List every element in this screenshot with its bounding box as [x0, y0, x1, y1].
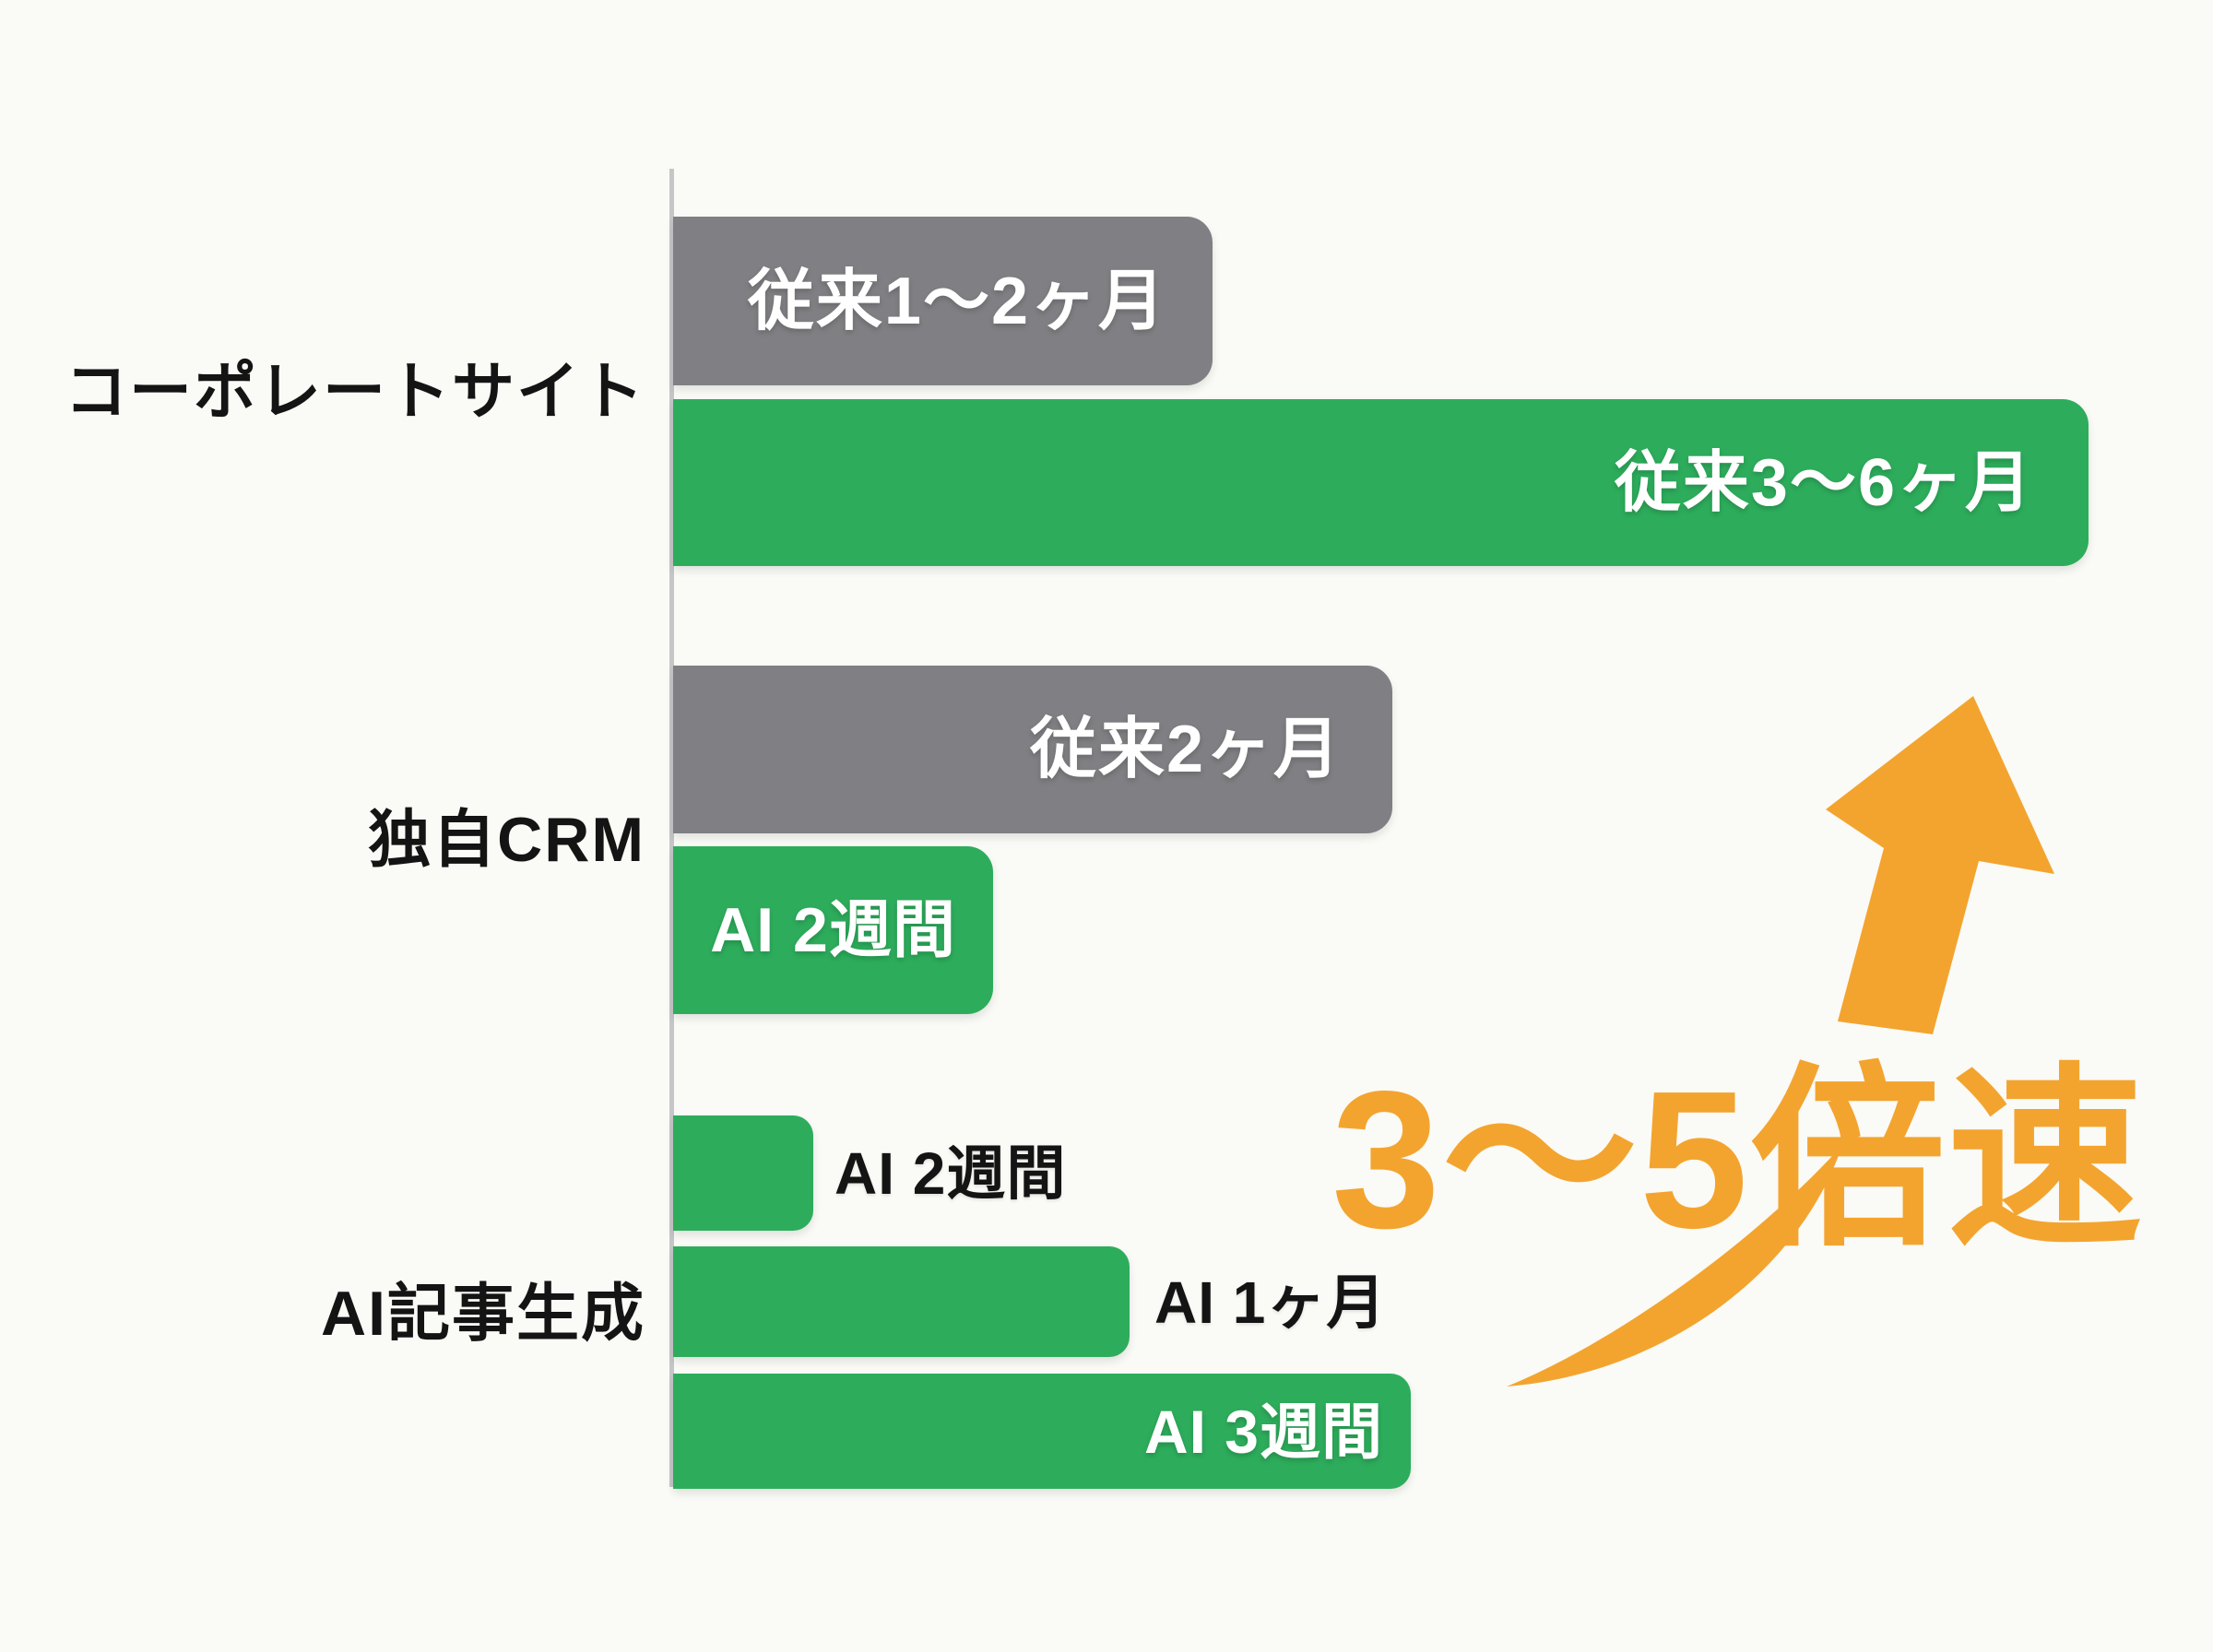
- bar-articles-ai-3-weeks: AI 3週間: [673, 1374, 1411, 1489]
- up-arrow-icon: [1826, 696, 2054, 1034]
- bar-articles-ai-1-month: [673, 1246, 1130, 1357]
- bar-label-outside-ai-2-weeks: AI 2週間: [834, 1140, 1067, 1207]
- y-axis-line: [669, 169, 674, 1487]
- category-label-custom-crm: 独自CRM: [368, 805, 645, 875]
- bar-corporate-traditional-3-6-months: 従来3〜6ヶ月: [673, 399, 2089, 566]
- bar-label: 従来3〜6ヶ月: [1614, 445, 2033, 520]
- bar-articles-ai-2-weeks: [673, 1115, 813, 1231]
- bar-corporate-traditional-1-2-months: 従来1〜2ヶ月: [673, 217, 1213, 385]
- bar-crm-traditional-2-months: 従来2ヶ月: [673, 666, 1392, 833]
- bar-label: 従来2ヶ月: [1029, 713, 1342, 786]
- category-label-ai-article-generation: AI記事生成: [320, 1279, 645, 1349]
- bar-label: AI 2週間: [710, 895, 956, 965]
- category-label-corporate-site: コーポレートサイト: [64, 357, 645, 427]
- bar-label-outside-ai-1-month: AI 1ヶ月: [1154, 1269, 1387, 1336]
- bar-label: 従来1〜2ヶ月: [747, 264, 1166, 338]
- speed-annotation: 3〜5倍速: [1331, 1050, 2145, 1268]
- bar-label: AI 3週間: [1143, 1397, 1383, 1466]
- bar-crm-ai-2-weeks: AI 2週間: [673, 846, 993, 1014]
